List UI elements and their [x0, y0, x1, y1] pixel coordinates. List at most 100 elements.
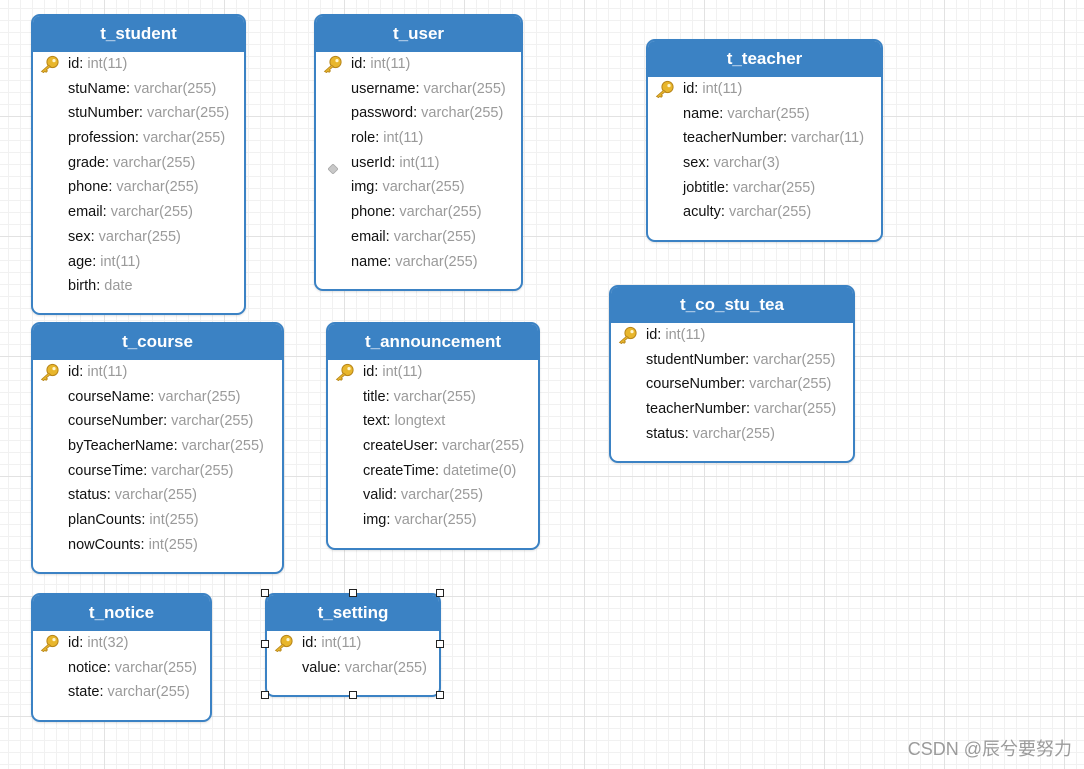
field-name: grade [68, 154, 106, 171]
field-row[interactable]: name: varchar(255) [316, 250, 521, 275]
field-name: createUser [363, 438, 434, 455]
field-type: int(11) [87, 56, 128, 72]
field-row[interactable]: img: varchar(255) [328, 508, 538, 533]
field-name: password [351, 105, 414, 122]
field-separator: : [106, 487, 115, 504]
resize-handle-right[interactable] [436, 640, 444, 648]
table-header: t_setting [267, 595, 439, 631]
field-separator: : [105, 154, 114, 171]
field-separator: : [782, 130, 791, 147]
field-row[interactable]: courseName: varchar(255) [33, 385, 282, 410]
resize-handle-bottom[interactable] [349, 691, 357, 699]
field-separator: : [375, 130, 384, 147]
field-row[interactable]: teacherNumber: varchar(11) [648, 126, 881, 151]
field-name: birth [68, 278, 97, 295]
table-t_co_stu_tea[interactable]: t_co_stu_tea id: int(11)studentNumber: v… [609, 285, 855, 463]
field-separator: : [657, 327, 666, 343]
field-separator: : [99, 684, 108, 701]
field-row[interactable]: phone: varchar(255) [33, 175, 244, 200]
field-row[interactable]: grade: varchar(255) [33, 151, 244, 176]
field-type: varchar(255) [151, 462, 234, 479]
table-t_course[interactable]: t_course id: int(11)courseName: varchar(… [31, 322, 284, 574]
field-row[interactable]: createUser: varchar(255) [328, 434, 538, 459]
field-row[interactable]: stuName: varchar(255) [33, 77, 244, 102]
field-row[interactable]: teacherNumber: varchar(255) [611, 397, 853, 422]
field-row[interactable]: id: int(11) [328, 360, 538, 385]
field-row[interactable]: password: varchar(255) [316, 101, 521, 126]
key-icon [39, 634, 61, 653]
field-row[interactable]: courseNumber: varchar(255) [611, 372, 853, 397]
field-type: int(255) [149, 512, 199, 529]
field-separator: : [374, 179, 383, 196]
field-row[interactable]: id: int(11) [316, 52, 521, 77]
field-row[interactable]: byTeacherName: varchar(255) [33, 434, 282, 459]
field-row[interactable]: role: int(11) [316, 126, 521, 151]
field-type: int(11) [321, 635, 362, 651]
field-row[interactable]: sex: varchar(255) [33, 225, 244, 250]
field-type: varchar(255) [158, 388, 241, 405]
field-row[interactable]: age: int(11) [33, 250, 244, 275]
field-row[interactable]: id: int(32) [33, 631, 210, 656]
field-row[interactable]: username: varchar(255) [316, 77, 521, 102]
field-row[interactable]: status: varchar(255) [611, 422, 853, 447]
field-row[interactable]: studentNumber: varchar(255) [611, 348, 853, 373]
field-row[interactable]: stuNumber: varchar(255) [33, 101, 244, 126]
field-row[interactable]: nowCounts: int(255) [33, 533, 282, 558]
table-t_user[interactable]: t_user id: int(11)username: varchar(255)… [314, 14, 523, 291]
field-row[interactable]: courseTime: varchar(255) [33, 459, 282, 484]
resize-handle-left[interactable] [261, 640, 269, 648]
field-row[interactable]: id: int(11) [611, 323, 853, 348]
table-header: t_student [33, 16, 244, 52]
resize-handle-bottom-left[interactable] [261, 691, 269, 699]
resize-handle-bottom-right[interactable] [436, 691, 444, 699]
field-row[interactable]: text: longtext [328, 409, 538, 434]
field-row[interactable]: email: varchar(255) [33, 200, 244, 225]
field-row[interactable]: jobtitle: varchar(255) [648, 176, 881, 201]
field-row[interactable]: name: varchar(255) [648, 102, 881, 127]
field-row[interactable]: userId: int(11) [316, 151, 521, 176]
field-row[interactable]: value: varchar(255) [267, 656, 439, 681]
field-list: id: int(32)notice: varchar(255)state: va… [33, 631, 210, 705]
field-name: courseNumber [68, 413, 164, 430]
field-row[interactable]: aculty: varchar(255) [648, 200, 881, 225]
field-separator: : [745, 401, 754, 418]
resize-handle-top-left[interactable] [261, 589, 269, 597]
field-name: byTeacherName [68, 438, 174, 455]
table-t_announcement[interactable]: t_announcement id: int(11)title: varchar… [326, 322, 540, 550]
field-row[interactable]: id: int(11) [267, 631, 439, 656]
field-row[interactable]: courseNumber: varchar(255) [33, 409, 282, 434]
field-separator: : [163, 413, 172, 430]
table-t_teacher[interactable]: t_teacher id: int(11)name: varchar(255)t… [646, 39, 883, 242]
field-row[interactable]: email: varchar(255) [316, 225, 521, 250]
field-row[interactable]: notice: varchar(255) [33, 656, 210, 681]
field-row[interactable]: planCounts: int(255) [33, 508, 282, 533]
field-row[interactable]: status: varchar(255) [33, 483, 282, 508]
field-row[interactable]: sex: varchar(3) [648, 151, 881, 176]
field-type: varchar(255) [441, 438, 525, 455]
field-row[interactable]: title: varchar(255) [328, 385, 538, 410]
field-name: sex [683, 155, 706, 172]
field-type: varchar(255) [421, 105, 504, 122]
field-name: userId [351, 154, 392, 171]
field-separator: : [724, 179, 733, 196]
field-row[interactable]: id: int(11) [648, 77, 881, 102]
field-row[interactable]: id: int(11) [33, 52, 244, 77]
field-row[interactable]: birth: date [33, 274, 244, 299]
table-t_notice[interactable]: t_notice id: int(32)notice: varchar(255)… [31, 593, 212, 722]
field-name: status [68, 487, 107, 504]
field-row[interactable]: profession: varchar(255) [33, 126, 244, 151]
field-type: varchar(255) [394, 512, 477, 529]
field-row[interactable]: id: int(11) [33, 360, 282, 385]
field-row[interactable]: img: varchar(255) [316, 175, 521, 200]
field-row[interactable]: createTime: datetime(0) [328, 459, 538, 484]
table-t_setting[interactable]: t_setting id: int(11)value: varchar(255) [265, 593, 441, 697]
field-row[interactable]: valid: varchar(255) [328, 483, 538, 508]
resize-handle-top-right[interactable] [436, 589, 444, 597]
field-separator: : [415, 80, 424, 97]
field-row[interactable]: phone: varchar(255) [316, 200, 521, 225]
field-type: int(11) [399, 154, 440, 171]
table-t_student[interactable]: t_student id: int(11)stuName: varchar(25… [31, 14, 246, 315]
resize-handle-top[interactable] [349, 589, 357, 597]
field-row[interactable]: state: varchar(255) [33, 680, 210, 705]
field-name: name [351, 253, 388, 270]
